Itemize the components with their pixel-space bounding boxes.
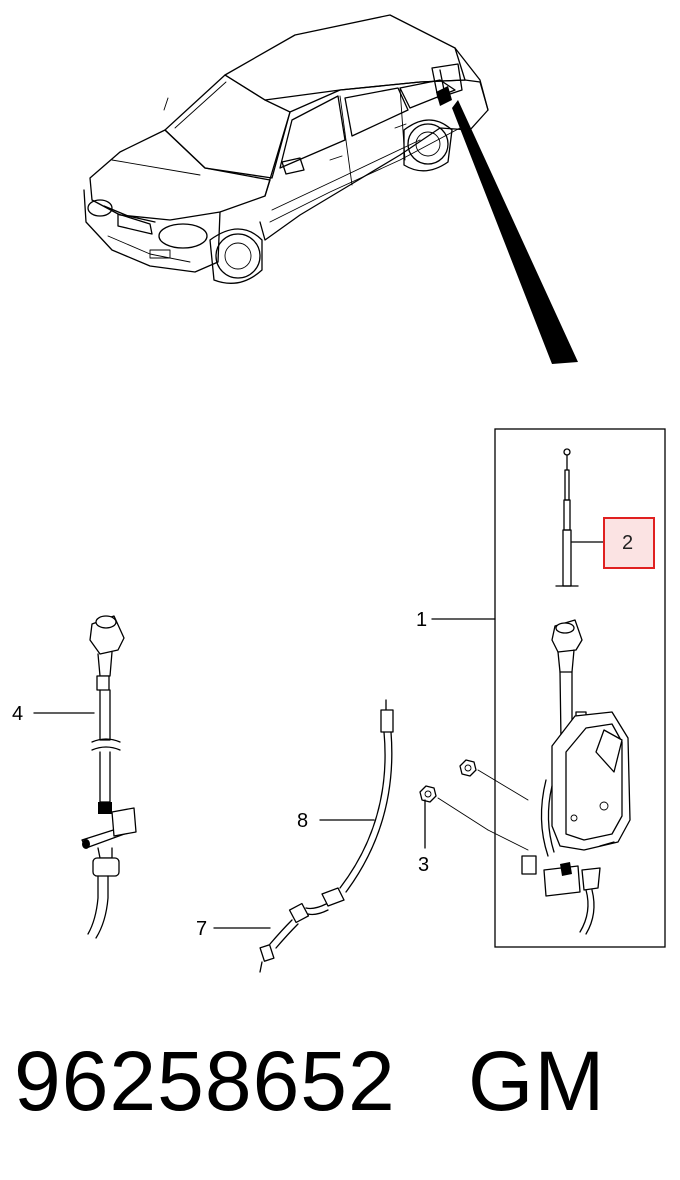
callout-2: 2 — [622, 532, 633, 554]
highlight-box — [604, 518, 654, 568]
car-illustration — [83, 14, 489, 284]
detail-pointer — [452, 100, 578, 364]
highlight-box-border — [603, 517, 655, 569]
detail-box — [494, 428, 666, 948]
antenna-mast-part — [555, 448, 579, 587]
coax-cable-part — [259, 699, 394, 973]
callout-8: 8 — [297, 810, 308, 832]
callout-3: 3 — [418, 854, 429, 876]
antenna-cable-assembly-left — [81, 615, 137, 939]
brand-label: GM — [468, 1034, 606, 1128]
leader-lines — [33, 541, 605, 929]
part-number: 96258652 — [14, 1034, 396, 1128]
callout-2-highlight[interactable]: 2 — [603, 517, 655, 569]
callout-4: 4 — [12, 703, 23, 725]
nut-part — [419, 759, 529, 851]
callout-7: 7 — [196, 918, 207, 940]
antenna-motor-assembly — [521, 619, 631, 935]
callout-1: 1 — [416, 609, 427, 631]
